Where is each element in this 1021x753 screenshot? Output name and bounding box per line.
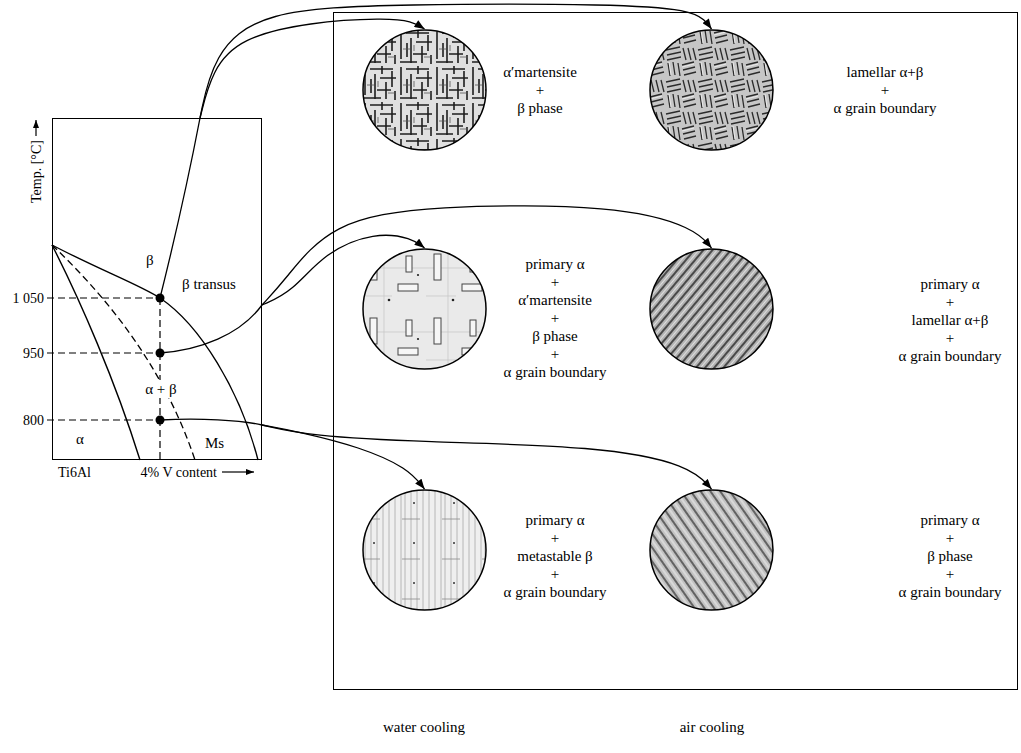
tick-label: 800 (23, 412, 44, 429)
cooling-arrow (262, 425, 425, 489)
phase-field-label: α (76, 430, 84, 448)
composition-line (159, 298, 160, 460)
micrograph-outline (649, 489, 774, 611)
micrograph-outline (649, 29, 774, 151)
column-label: air cooling (680, 718, 745, 736)
text-line: primary α (899, 275, 1002, 293)
micrograph-outline (362, 489, 487, 611)
cooling-arrow (262, 425, 712, 489)
temperature-line (47, 352, 156, 353)
text-line: primary α (899, 511, 1002, 529)
temperature-line (47, 297, 156, 298)
leader-curve (160, 305, 262, 353)
phase-field-label: β (146, 251, 154, 269)
tick-label: 950 (23, 345, 44, 362)
text-line: α grain boundary (899, 583, 1002, 601)
microstructure-label: primary α + lamellar α+β + α grain bound… (899, 275, 1002, 365)
text-line: lamellar α+β (834, 63, 937, 81)
micrograph-node: primary α + β phase + α grain boundary (649, 489, 1005, 611)
text-line: + (504, 345, 607, 363)
micrograph-outline (649, 248, 774, 370)
text-line: β phase (504, 327, 607, 345)
micrograph-image (650, 249, 773, 369)
temperature-line (47, 419, 156, 420)
text-line: + (899, 529, 1002, 547)
state-dot (156, 349, 165, 358)
micrograph-node: primary α + α′martensite + β phase + α g… (362, 248, 610, 370)
text-line: primary α (504, 511, 607, 529)
micrograph-image (363, 490, 486, 610)
transus-label: β transus (182, 275, 236, 293)
micrograph-node: lamellar α+β + α grain boundary (649, 29, 940, 151)
micrograph-outline (362, 248, 487, 370)
leader-curve (160, 419, 262, 425)
text-line: α′martensite (503, 63, 577, 81)
martensite-start-label: Ms (205, 434, 224, 452)
text-line: + (504, 565, 607, 583)
axis-arrow (222, 471, 254, 472)
text-line: α′martensite (504, 291, 607, 309)
micrograph-image (363, 30, 486, 150)
connector-group (200, 4, 712, 489)
text-line: + (834, 81, 937, 99)
text-line: metastable β (504, 547, 607, 565)
text-line: + (504, 273, 607, 291)
cooling-arrow (262, 206, 712, 305)
micrograph-node: primary α + lamellar α+β + α grain bound… (649, 248, 1005, 370)
text-line: + (504, 529, 607, 547)
micrograph-image (650, 490, 773, 610)
micrograph-image (650, 30, 773, 150)
column-label: water cooling (383, 718, 465, 736)
micrograph-outline (362, 29, 487, 151)
microstructure-label: primary α + α′martensite + β phase + α g… (504, 255, 607, 381)
text-line: + (504, 309, 607, 327)
phase-diagram-box: β β transus α + β α Ms (52, 118, 262, 460)
text-line: + (503, 81, 577, 99)
text-line: + (899, 565, 1002, 583)
phase-diagram-drawing (36, 118, 262, 472)
axis-label: 4% V content (141, 464, 217, 481)
tick-label: 1 050 (13, 290, 45, 307)
state-dot (156, 294, 165, 303)
text-line: β phase (503, 99, 577, 117)
micrograph-node: primary α + metastable β + α grain bound… (362, 489, 610, 611)
text-line: β phase (899, 547, 1002, 565)
microstructure-label: lamellar α+β + α grain boundary (834, 63, 937, 117)
microstructure-label: α′martensite + β phase (503, 63, 577, 117)
micrograph-frame: water coolingair coolingα′martensite + β… (333, 12, 1018, 690)
axis-label: Ti6Al (58, 464, 91, 481)
microstructure-label: primary α + β phase + α grain boundary (899, 511, 1002, 601)
text-line: primary α (504, 255, 607, 273)
axis-arrow (35, 120, 36, 136)
microstructure-label: primary α + metastable β + α grain bound… (504, 511, 607, 601)
text-line: + (899, 329, 1002, 347)
leader-curve (160, 118, 200, 298)
state-dot (156, 416, 165, 425)
micrograph-node: α′martensite + β phase (362, 29, 581, 151)
text-line: α grain boundary (504, 363, 607, 381)
text-line: α grain boundary (504, 583, 607, 601)
micrograph-image (363, 249, 486, 369)
text-line: α grain boundary (834, 99, 937, 117)
text-line: α grain boundary (899, 347, 1002, 365)
text-line: + (899, 293, 1002, 311)
phase-field-label: α + β (143, 380, 178, 398)
text-line: lamellar α+β (899, 311, 1002, 329)
axis-title: Temp. [°C] (27, 140, 44, 203)
